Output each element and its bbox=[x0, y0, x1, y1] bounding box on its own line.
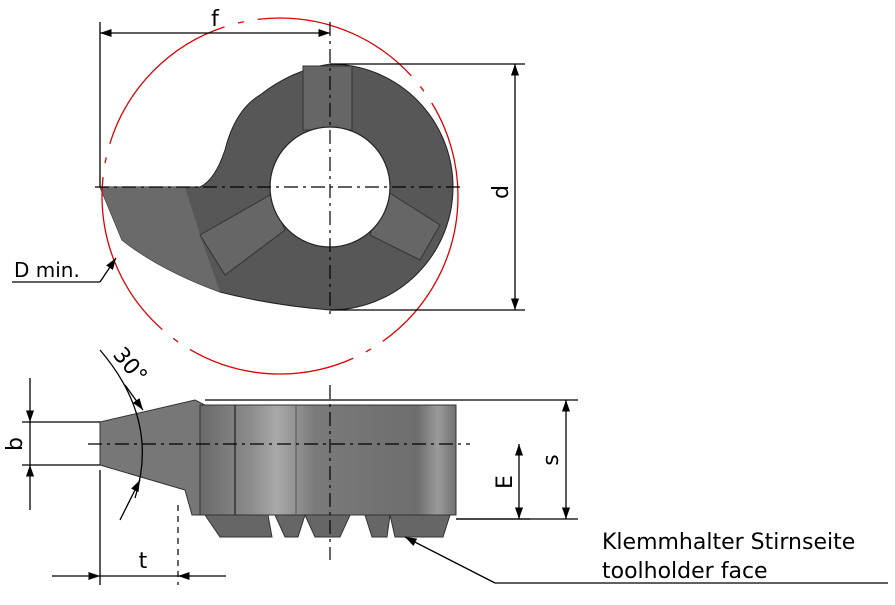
dim-e-label: E bbox=[493, 475, 518, 489]
top-view: f d D min. bbox=[12, 7, 525, 375]
toolholder-face-label-en: toolholder face bbox=[602, 559, 768, 584]
side-view: b 30° E s t Klemmhalter Stirnseite toolh… bbox=[3, 343, 888, 585]
dim-angle-label: 30° bbox=[107, 343, 151, 389]
insert-left-facet bbox=[100, 187, 220, 292]
insert-groove-left bbox=[199, 194, 286, 276]
dim-b-label: b bbox=[3, 437, 28, 451]
insert-side-wedge bbox=[99, 399, 206, 516]
dim-t-label: t bbox=[139, 549, 148, 574]
dim-dmin-label: D min. bbox=[14, 258, 80, 282]
dim-s-label: s bbox=[539, 454, 564, 465]
d-min-circle bbox=[101, 17, 459, 375]
dim-f-label: f bbox=[211, 7, 220, 32]
insert-side-teeth bbox=[204, 513, 451, 538]
insert-groove-top bbox=[302, 65, 353, 131]
toolholder-face-label-de: Klemmhalter Stirnseite bbox=[602, 530, 855, 555]
insert-side-body bbox=[199, 404, 457, 516]
dim-d-label: d bbox=[489, 185, 514, 199]
